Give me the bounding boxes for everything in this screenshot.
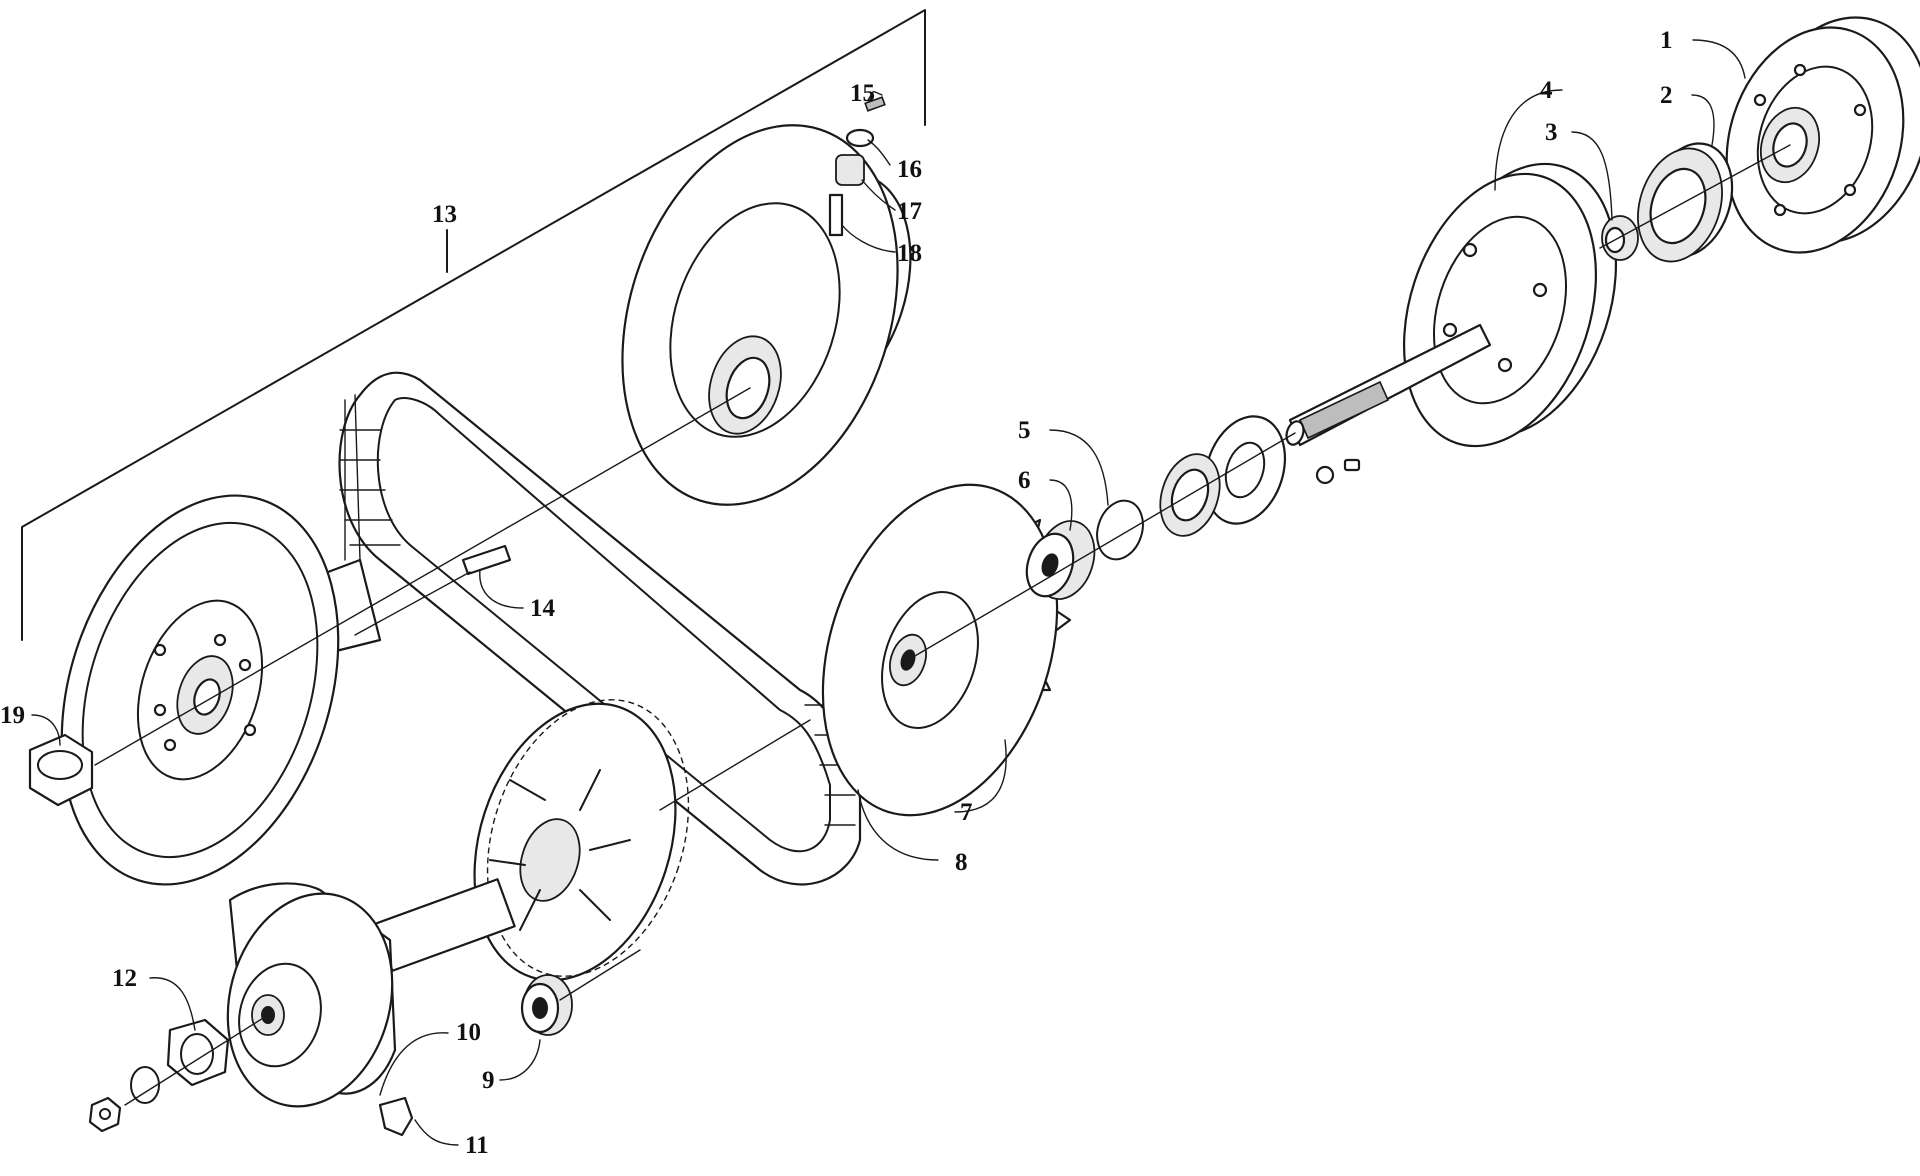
drive-belt — [338, 371, 862, 886]
part-label-5: 5 — [1018, 417, 1031, 444]
part-label-17: 17 — [897, 198, 922, 225]
movable-sheave — [226, 882, 397, 1108]
part-label-14: 14 — [530, 595, 556, 622]
part-label-7: 7 — [960, 799, 973, 826]
bushing — [1601, 215, 1639, 261]
part-labels: 1 2 3 4 5 6 7 8 9 10 11 12 13 14 15 16 1… — [0, 27, 1673, 1159]
nut-12-stack — [88, 1018, 230, 1133]
nut-19 — [28, 733, 94, 807]
part-label-4: 4 — [1540, 77, 1553, 104]
part-label-1: 1 — [1660, 27, 1673, 54]
part-label-10: 10 — [456, 1019, 481, 1046]
pin-stack — [828, 96, 886, 237]
part-label-8: 8 — [955, 849, 968, 876]
driven-sheave-upper — [621, 124, 912, 506]
assembly-13-bracket — [21, 9, 926, 641]
part-label-13: 13 — [432, 201, 457, 228]
assembly-centerlines — [94, 144, 1791, 1106]
part-label-9: 9 — [482, 1067, 495, 1094]
clutch-drum-shaft — [1285, 162, 1618, 448]
part-label-16: 16 — [897, 156, 922, 183]
part-label-15: 15 — [850, 80, 875, 107]
part-label-12: 12 — [112, 965, 137, 992]
clutch-cover — [1725, 16, 1920, 254]
o-ring — [1096, 499, 1144, 561]
part-label-19: 19 — [0, 702, 25, 729]
driven-sheave-lower — [60, 494, 382, 886]
part-label-3: 3 — [1545, 119, 1558, 146]
bearing-6 — [1025, 520, 1096, 600]
part-label-11: 11 — [465, 1132, 489, 1159]
key — [461, 544, 512, 576]
leader-lines — [31, 39, 1746, 1146]
bearing-9 — [520, 974, 573, 1036]
part-label-6: 6 — [1018, 467, 1031, 494]
part-label-18: 18 — [897, 240, 922, 267]
drive-spider-sheave — [374, 699, 690, 982]
part-label-2: 2 — [1660, 82, 1673, 109]
slider — [378, 1096, 414, 1137]
